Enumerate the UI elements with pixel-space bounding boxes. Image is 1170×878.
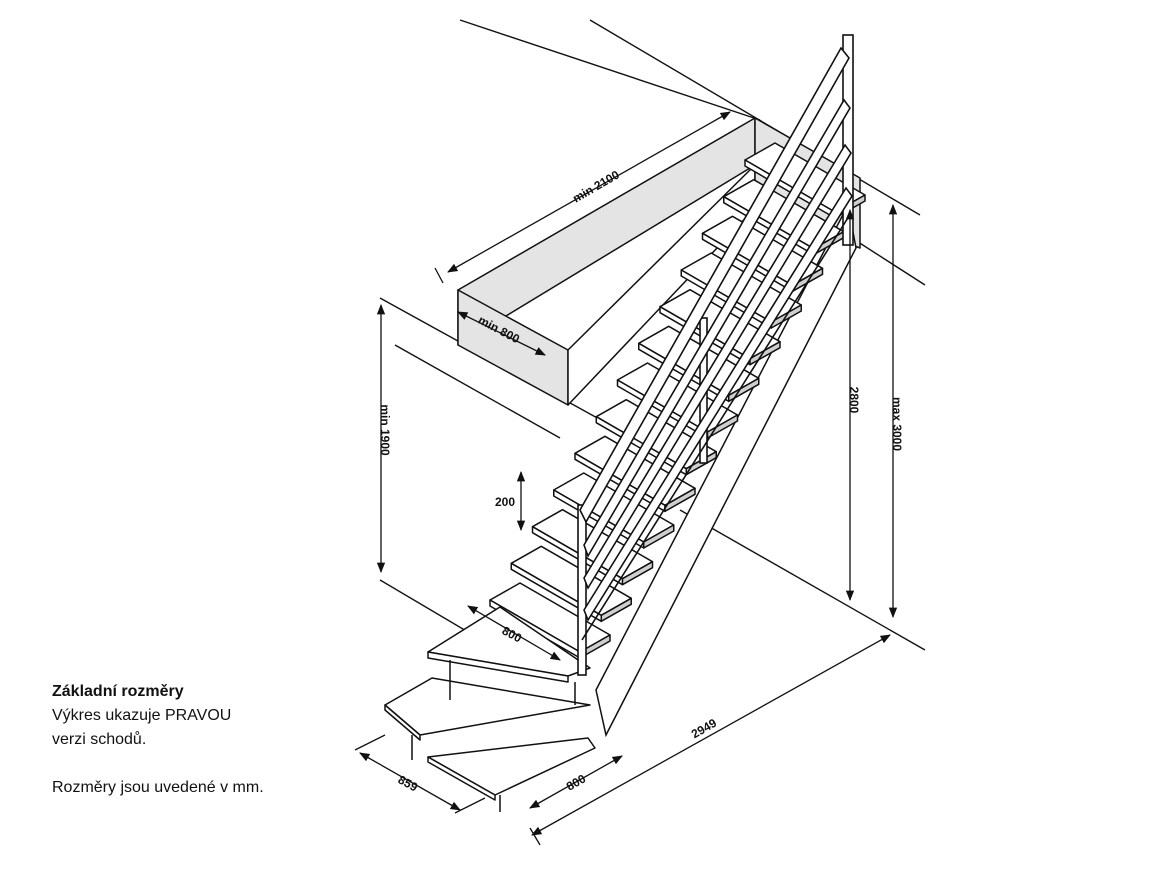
tread-side xyxy=(749,340,781,366)
reference-lines xyxy=(379,19,926,651)
step-rise-label: 200 xyxy=(495,495,515,509)
stair-width-lower-label: 800 xyxy=(564,771,589,793)
tread-side xyxy=(621,560,654,586)
caption: Základní rozměry Výkres ukazuje PRAVOU v… xyxy=(52,680,352,800)
units-note: Rozměry jsou uvedené v mm. xyxy=(52,779,264,796)
total-run-label: 2949 xyxy=(689,716,719,742)
caption-line-2: verzi schodů. xyxy=(52,731,147,748)
caption-line-1: Výkres ukazuje PRAVOU xyxy=(52,707,232,724)
handrail xyxy=(577,34,854,676)
caption-title: Základní rozměry xyxy=(52,683,184,700)
max-height-label: max 3000 xyxy=(890,397,904,451)
headroom-label: min 1900 xyxy=(378,404,392,456)
tread-side xyxy=(643,524,675,549)
floor-height-label: 2800 xyxy=(847,387,861,414)
tread-side xyxy=(600,597,632,623)
dimension-lines xyxy=(354,111,898,846)
